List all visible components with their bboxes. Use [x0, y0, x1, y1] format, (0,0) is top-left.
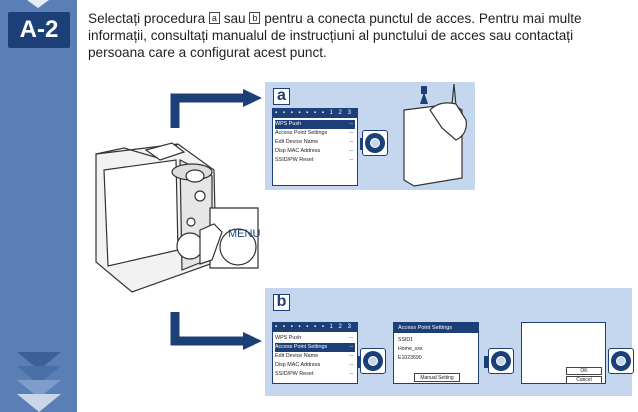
ap-list-item[interactable]: E1023690 [398, 355, 422, 361]
arrow-to-a [170, 93, 246, 128]
menu-item-ssid-pw-reset[interactable]: SSID/PW Reset -- [275, 370, 355, 379]
cancel-button[interactable]: Cancel [566, 376, 602, 384]
menu-item-label: Edit Device Name [275, 139, 319, 145]
ap-list-item[interactable]: Home_xxx [398, 346, 423, 352]
menu-item-disp-mac-address[interactable]: Disp MAC Address -- [275, 147, 355, 156]
panel-b-letter: b [273, 294, 290, 311]
menu-item-ssid-pw-reset[interactable]: SSID/PW Reset -- [275, 156, 355, 165]
menu-icon-strip: ▪ ▪ ▪ ▪ ▪ ▪ ▪ 1 2 3 4 [273, 109, 357, 118]
menu-icon-strip: ▪ ▪ ▪ ▪ ▪ ▪ ▪ 1 2 3 4 [273, 323, 357, 332]
control-wheel-icon [611, 351, 631, 371]
ref-b: b [249, 12, 261, 24]
menu-screen-a: ▪ ▪ ▪ ▪ ▪ ▪ ▪ 1 2 3 4 WPS Push -- Access… [272, 108, 358, 186]
menu-item-edit-device-name[interactable]: Edit Device Name -- [275, 352, 355, 361]
menu-item-value: -- [349, 335, 353, 341]
access-point-icon [403, 83, 467, 187]
menu-item-label: SSID/PW Reset [275, 157, 314, 163]
menu-item-disp-mac-address[interactable]: Disp MAC Address -- [275, 361, 355, 370]
instruction-part1: Selectați procedura [88, 11, 209, 26]
side-bar [0, 0, 77, 412]
menu-item-value: -- [349, 139, 353, 145]
control-wheel-icon [365, 133, 385, 153]
menu-button-label: MENU [228, 228, 261, 240]
menu-item-wps-push[interactable]: WPS Push -- [275, 120, 355, 129]
menu-item-label: Disp MAC Address [275, 362, 321, 368]
menu-item-access-point-settings[interactable]: Access Point Settings -- [275, 129, 355, 138]
menu-item-value: -- [349, 344, 353, 350]
menu-item-access-point-settings[interactable]: Access Point Settings -- [275, 343, 355, 352]
ap-settings-title: Access Point Settings [394, 323, 478, 333]
ap-list-item[interactable]: SSID1 [398, 337, 413, 343]
menu-item-value: -- [349, 130, 353, 136]
ref-a: a [208, 12, 220, 24]
panel-a-letter: a [273, 88, 290, 105]
manual-setting-button[interactable]: Manual Setting [414, 373, 460, 382]
menu-item-value: -- [349, 121, 353, 127]
chevrons-down-icon [17, 352, 61, 412]
instruction-text: Selectați procedura a sau b pentru a con… [88, 10, 633, 61]
instruction-part2: sau [219, 11, 250, 26]
menu-item-label: Edit Device Name [275, 353, 319, 359]
menu-item-value: -- [349, 353, 353, 359]
control-wheel-icon [363, 351, 383, 371]
menu-item-edit-device-name[interactable]: Edit Device Name -- [275, 138, 355, 147]
menu-item-value: -- [349, 148, 353, 154]
step-badge: A-2 [8, 12, 70, 48]
arrow-to-b [170, 312, 246, 346]
menu-item-value: -- [349, 371, 353, 377]
ok-button[interactable]: OK [566, 367, 602, 375]
menu-item-value: -- [349, 362, 353, 368]
top-marker [27, 0, 49, 8]
menu-item-label: WPS Push [275, 335, 302, 341]
control-wheel-icon [491, 351, 511, 371]
menu-item-label: Access Point Settings [275, 130, 328, 136]
instruction-part3: pentru a conecta punctul de acces. Pentr… [88, 11, 582, 60]
menu-item-label: WPS Push [275, 121, 302, 127]
menu-item-label: Disp MAC Address [275, 148, 321, 154]
camera-icon [95, 142, 259, 293]
menu-item-label: Access Point Settings [275, 344, 328, 350]
menu-screen-b: ▪ ▪ ▪ ▪ ▪ ▪ ▪ 1 2 3 4 WPS Push -- Access… [272, 322, 358, 384]
ap-settings-screen: Access Point Settings SSID1 Home_xxx E10… [393, 322, 479, 384]
menu-item-label: SSID/PW Reset [275, 371, 314, 377]
menu-item-value: -- [349, 157, 353, 163]
password-dialog-screen: OK Cancel [521, 322, 606, 384]
menu-item-wps-push[interactable]: WPS Push -- [275, 334, 355, 343]
